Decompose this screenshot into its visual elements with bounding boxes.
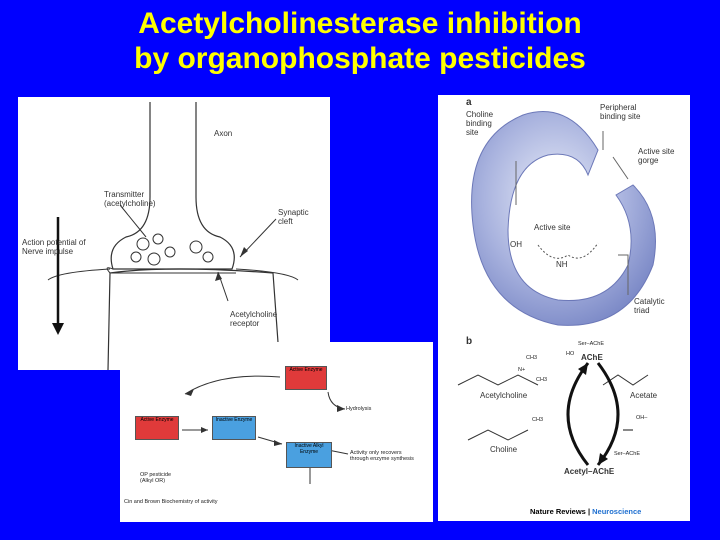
inactive-alkyl-enzyme-box: Inactive Alkyl Enzyme [286,442,332,468]
hydroxide-label: OH– [636,415,648,421]
active-enzyme-box-left: Active Enzyme [135,416,179,440]
presynaptic-membrane [106,267,236,274]
choline-label: Choline [490,445,518,454]
acetylcholine-structure [457,374,539,386]
peripheral-binding-site-label: Peripheral binding site [600,103,641,121]
vesicle [136,237,150,251]
leader-line [515,131,629,205]
pathway-drawing [182,375,349,484]
hydrolysis-label: Hydrolysis [346,406,372,412]
panel-a-label: a [466,97,472,108]
choline-structure [467,429,529,441]
credit-separator: | [585,507,593,516]
arrowhead [215,272,222,281]
synapse-drawing [47,102,299,370]
catalytic-triad-leader [618,254,629,295]
title-line-2: by organophosphate pesticides [134,42,586,75]
arrowhead [274,440,282,446]
active-enzyme-box-top: Active Enzyme [285,366,327,390]
cycle-arrow-left [566,362,590,466]
vesicle [130,251,142,263]
vesicle [202,251,214,263]
ache-drawing [457,111,656,466]
active-site-gorge-label: Active site gorge [638,147,675,165]
ch3-label-a: CH3 [526,355,538,361]
ache-label: AChE [581,353,603,362]
arrowhead [240,247,248,257]
postsynaptic-cell-outline [107,268,281,370]
active-site-label: Active site [534,223,571,232]
inactive-enzyme-box: Inactive Enzyme [212,416,256,440]
inhibition-pathway-panel: Active Enzyme Hydrolysis Active Enzyme I… [120,342,433,522]
arrowhead [185,389,194,396]
choline-binding-site-label: Choline binding site [466,110,494,137]
cycle-arrow-right [596,362,620,466]
leader-line [119,204,147,238]
ache-gorge-shape [471,111,656,326]
n-plus-label: N+ [518,367,526,373]
journal-credit: Nature Reviews | Neuroscience [530,507,641,516]
arrowhead [201,427,208,433]
arrowhead [52,323,64,335]
hydroxyl-label: OH [510,240,522,249]
ch3-label-b: CH3 [536,377,548,383]
source-footer: Cin and Brown Biochemistry of activity [124,499,218,505]
arrowhead [598,453,608,465]
credit-left: Nature Reviews [530,507,586,516]
synaptic-cleft-label: Synaptic cleft [278,208,309,226]
activity-note-label: Activity only recovers through enzyme sy… [350,450,414,462]
acetylcholine-label: Acetylcholine [480,391,528,400]
arrowhead [578,363,588,375]
synapse-diagram-panel: Axon Transmitter (acetylcholine) Synapti… [18,97,330,370]
vesicle [152,233,164,245]
op-pesticide-label: OP pesticide (Alkyl OR) [140,472,172,484]
slide-title: Acetylcholinesterase inhibition by organ… [0,6,720,76]
ser-ache-bottom-label: Ser–AChE [614,451,640,457]
receptor-label: Acetylcholine receptor [230,310,278,328]
catalytic-triad-label: Catalytic triad [634,297,665,315]
acetate-label: Acetate [630,391,658,400]
transmitter-label: Transmitter (acetylcholine) [104,190,156,208]
axon-terminal-outline [110,102,235,270]
action-potential-label: Action potential of Nerve impulse [22,238,86,256]
title-line-1: Acetylcholinesterase inhibition [138,7,582,40]
vesicle [164,246,176,258]
catalytic-residues [537,242,599,259]
panel-b-label: b [466,336,473,347]
axon-label: Axon [214,129,233,138]
arrowhead [337,405,345,412]
acetyl-ache-label: Acetyl–AChE [564,467,615,476]
ser-ache-top-label: Ser–AChE [578,341,604,347]
credit-right: Neuroscience [592,507,642,516]
synapse-edge [47,268,299,281]
ch3-label-c: CH3 [532,417,544,423]
ho-label: HO [566,351,575,357]
nh-label: NH [556,260,568,269]
vesicle [147,252,161,266]
hydrolysis-arrow [327,391,346,410]
regeneration-arrow [184,375,281,395]
ache-structure-panel: a Choline binding site Peripheral bindin… [438,95,690,521]
vesicle [189,240,203,254]
